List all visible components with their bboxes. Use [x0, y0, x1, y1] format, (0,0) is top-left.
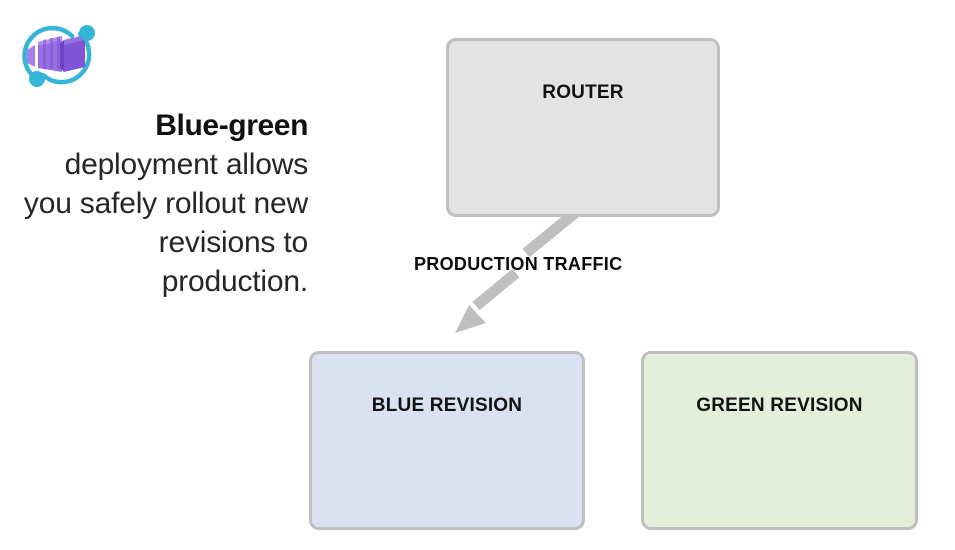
azure-container-apps-logo: [16, 14, 98, 96]
container-left-slab-icon: [27, 45, 35, 67]
orbit-dot-bottom-left-icon: [29, 71, 45, 87]
container-seam-icon: [60, 40, 64, 72]
caption-rest: deployment allows you safely rollout new…: [23, 148, 308, 298]
node-blue-revision-label: BLUE REVISION: [371, 395, 523, 416]
connector-arrowhead-icon: [455, 305, 486, 333]
node-green-revision-label: GREEN REVISION: [696, 395, 863, 416]
container-right-wedge-top-icon: [64, 35, 85, 45]
production-traffic-label: PRODUCTION TRAFFIC: [414, 254, 623, 274]
container-rib-2-icon: [50, 38, 53, 69]
orbit-arc-lower-icon: [40, 31, 92, 85]
connector-lower-segment: [472, 268, 520, 311]
orbit-arc-upper-icon: [22, 25, 75, 79]
node-blue-revision[interactable]: BLUE REVISION: [309, 351, 585, 530]
orbit-dot-top-right-icon: [79, 25, 95, 41]
node-router-label: ROUTER: [542, 82, 624, 103]
connector-upper-segment: [522, 208, 579, 258]
container-rib-3-icon: [57, 36, 60, 70]
node-router[interactable]: ROUTER: [446, 38, 720, 217]
container-right-wedge-icon: [64, 35, 85, 72]
container-rib-1-icon: [43, 39, 46, 69]
logo-svg: [22, 25, 95, 87]
caption-text: Blue-green deployment allows you safely …: [10, 106, 308, 301]
caption-lead: Blue-green: [155, 109, 308, 142]
node-green-revision[interactable]: GREEN REVISION: [641, 351, 918, 530]
